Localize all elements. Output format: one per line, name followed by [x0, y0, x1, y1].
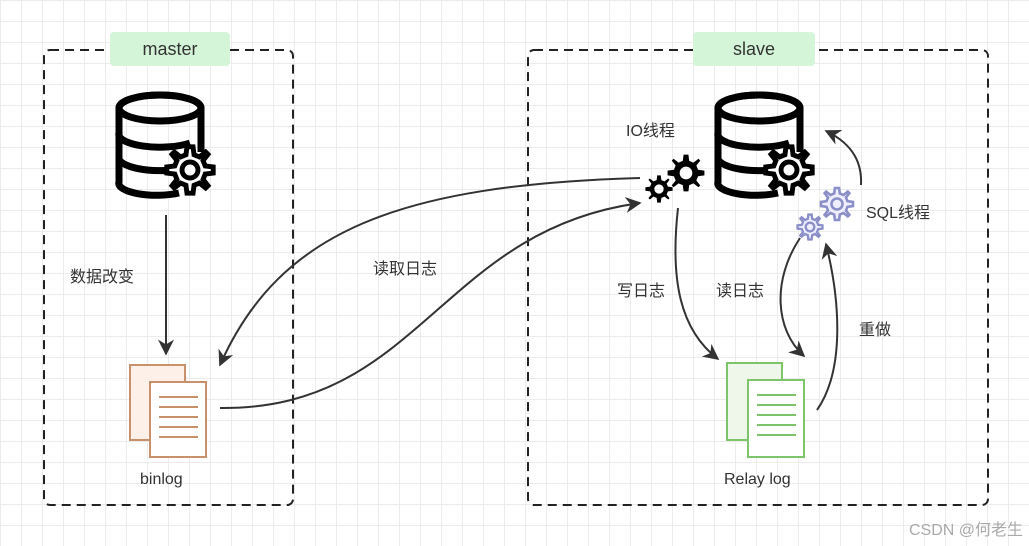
read-relay-log-arrow: [779, 237, 806, 358]
write-relay-log-arrow: [674, 207, 720, 360]
relay-log-document-icon: [726, 362, 805, 458]
read-binlog-arrow: [218, 177, 641, 367]
binlog-document-icon: [129, 364, 207, 458]
read-log-label: 读取日志: [373, 261, 438, 278]
io-thread-gears-icon: [645, 154, 705, 203]
sql-thread-label: SQL线程: [866, 205, 931, 222]
send-binlog-arrow: [219, 197, 642, 410]
replay-label: 重做: [859, 322, 892, 339]
watermark: CSDN @何老生: [908, 522, 1023, 539]
master-database-icon: [119, 95, 213, 195]
io-thread-label: IO线程: [626, 123, 675, 140]
replay-arrow: [816, 242, 839, 411]
slave-database-icon: [718, 95, 812, 195]
binlog-label: binlog: [140, 471, 183, 488]
master-title-badge: master: [110, 32, 230, 66]
slave-title-badge: slave: [693, 32, 815, 66]
slave-box: [527, 49, 989, 506]
sql-thread-gears-icon: [796, 186, 855, 241]
data-change-label: 数据改变: [70, 269, 135, 286]
write-log-label: 写日志: [617, 283, 666, 300]
relay-log-label: Relay log: [724, 471, 791, 488]
apply-to-db-arrow: [824, 130, 863, 186]
relay-read-log-label: 读日志: [716, 283, 765, 300]
master-box: [43, 49, 294, 506]
